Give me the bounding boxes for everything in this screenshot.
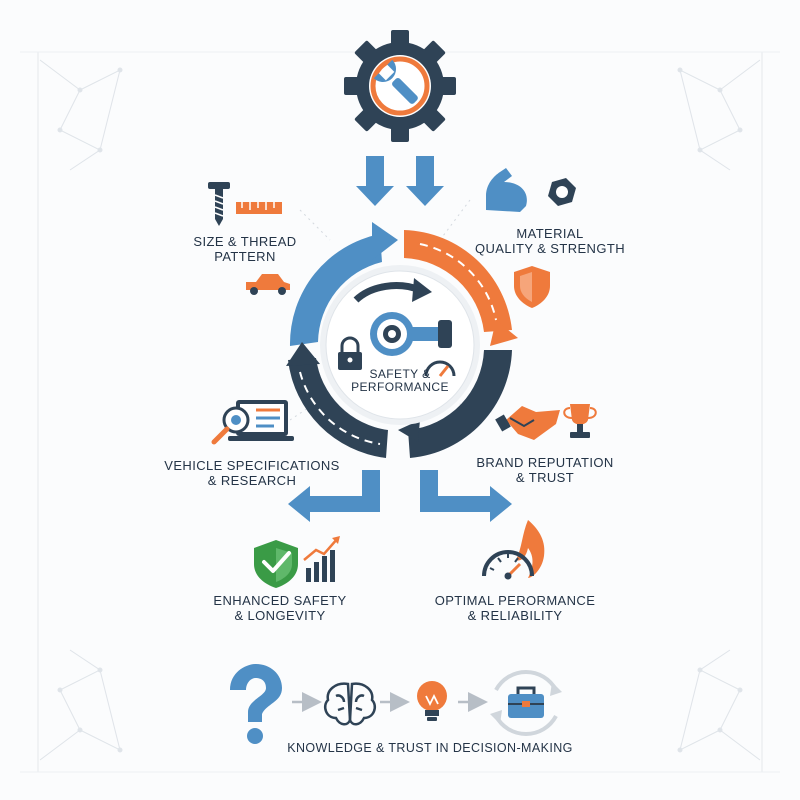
speedometer-icon <box>424 360 456 377</box>
flexed-arm-icon <box>486 168 527 212</box>
outcome-performance-line2: & RELIABILITY <box>467 608 563 623</box>
center-label: SAFETY & PERFORMANCE <box>340 368 460 394</box>
corner-network-bottom-left <box>39 649 123 761</box>
factor-material-line2: QUALITY & STRENGTH <box>475 241 625 256</box>
outcome-performance-line1: OPTIMAL PERORMANCE <box>434 593 596 608</box>
magnifier-icon <box>211 406 250 445</box>
screw-icon <box>208 182 230 226</box>
car-icon <box>246 274 290 295</box>
wheel-axle-icon <box>370 312 452 356</box>
factor-size-thread-label: SIZE & THREAD PATTERN <box>170 234 320 264</box>
shield-icon <box>514 266 550 308</box>
cycle-ring <box>286 222 518 458</box>
footer-caption: KNOWLEDGE & TRUST IN DECISION-MAKING <box>287 741 573 755</box>
factor-size-thread-line2: PATTERN <box>214 249 276 264</box>
ruler-icon <box>236 202 282 214</box>
hex-nut-icon <box>548 178 576 206</box>
factor-brand-line1: BRAND REPUTATION <box>476 455 614 470</box>
cycle-segment-orange <box>404 230 512 332</box>
question-mark-icon <box>230 664 282 744</box>
speedometer-flame-icon <box>482 520 545 580</box>
outcome-safety-label: ENHANCED SAFETY & LONGEVITY <box>200 593 360 623</box>
center-label-line2: PERFORMANCE <box>351 380 449 394</box>
briefcase-cycle-icon <box>490 670 562 736</box>
outcome-arrow-right <box>420 470 512 522</box>
growth-chart-icon <box>303 536 340 582</box>
handshake-icon <box>495 406 560 440</box>
factor-brand-label: BRAND REPUTATION & TRUST <box>460 455 630 485</box>
center-label-line1: SAFETY & <box>369 367 431 381</box>
lightbulb-icon <box>417 681 447 721</box>
factor-material-label: MATERIAL QUALITY & STRENGTH <box>460 226 640 256</box>
gear-wrench-icon <box>344 30 456 142</box>
outcome-safety-line2: & LONGEVITY <box>234 608 326 623</box>
corner-network-top-right <box>677 59 761 171</box>
curved-arrow-icon <box>353 278 432 303</box>
brain-icon <box>324 682 376 726</box>
corner-network-top-left <box>39 59 123 171</box>
factor-size-thread-line1: SIZE & THREAD <box>193 234 297 249</box>
outcome-arrow-left <box>288 470 380 522</box>
down-arrow-left <box>356 156 394 206</box>
cycle-segment-navy-left <box>288 358 388 458</box>
factor-vehicle-specs-line1: VEHICLE SPECIFICATIONS <box>164 458 340 473</box>
factor-material-line1: MATERIAL <box>516 226 584 241</box>
factor-vehicle-specs-line2: & RESEARCH <box>207 473 297 488</box>
cycle-segment-blue <box>289 234 382 346</box>
corner-network-bottom-right <box>677 649 761 761</box>
factor-vehicle-specs-label: VEHICLE SPECIFICATIONS & RESEARCH <box>152 458 352 488</box>
trophy-icon <box>563 404 597 438</box>
check-shield-icon <box>254 540 298 588</box>
cycle-segment-navy-right <box>408 350 512 458</box>
down-arrow-right <box>406 156 444 206</box>
outcome-safety-line1: ENHANCED SAFETY <box>213 593 347 608</box>
outcome-performance-label: OPTIMAL PERORMANCE & RELIABILITY <box>420 593 610 623</box>
lock-icon <box>338 336 362 370</box>
factor-brand-line2: & TRUST <box>515 470 575 485</box>
